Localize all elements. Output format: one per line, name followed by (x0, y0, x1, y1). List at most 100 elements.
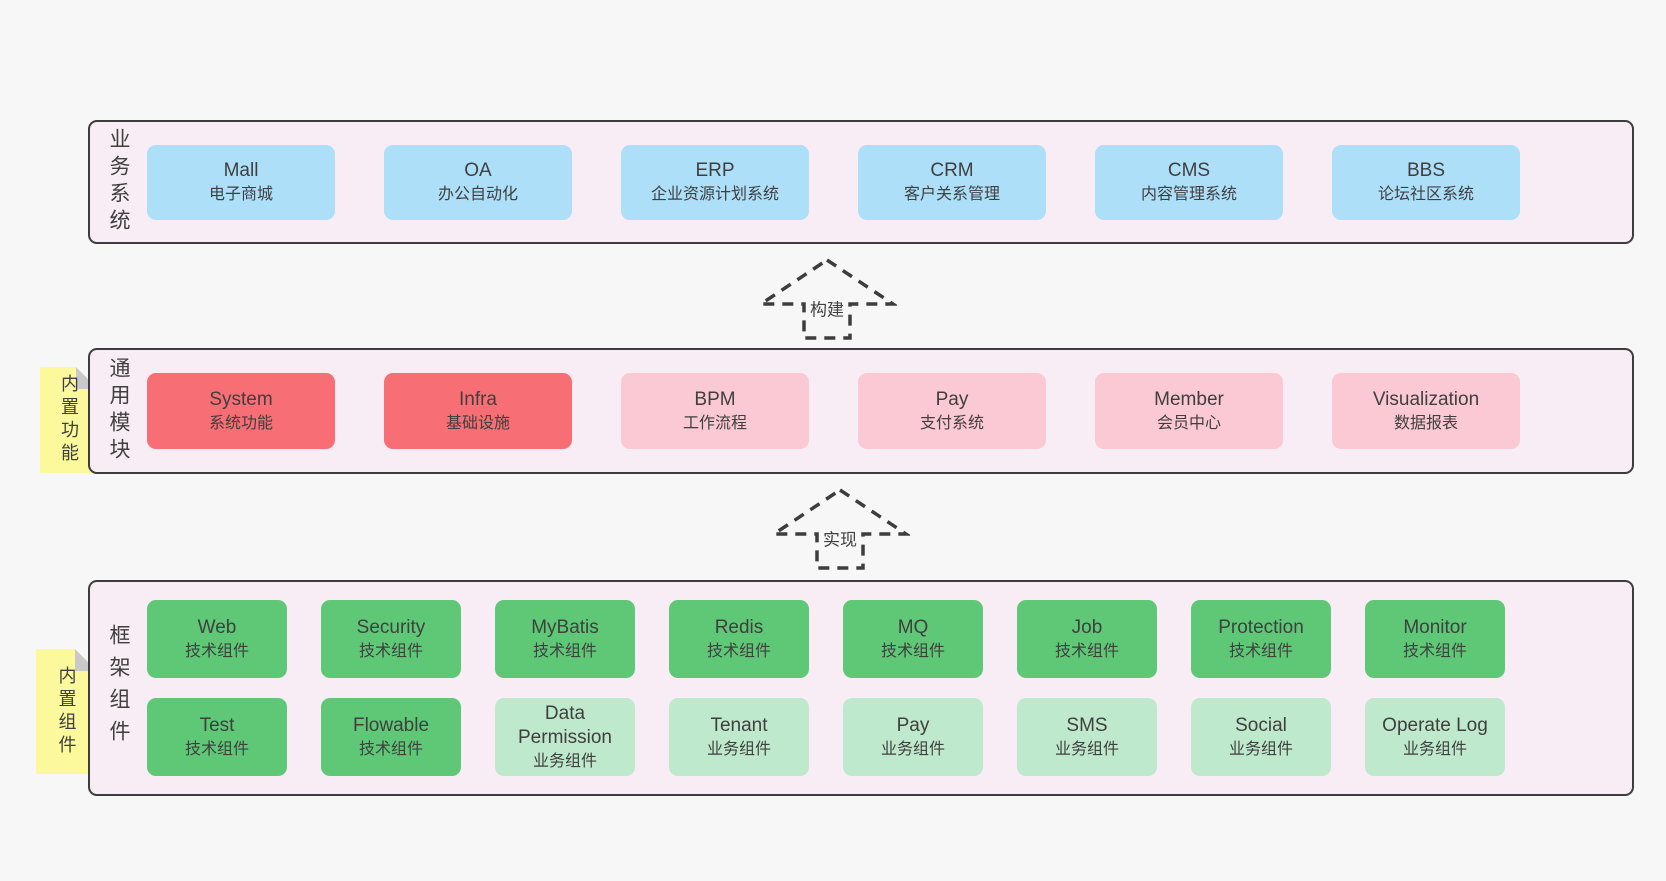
module-name: Web (197, 616, 237, 638)
module-box-tenant: Tenant 业务组件 (669, 698, 809, 776)
band-business-systems: 业务系统 Mall 电子商城 OA 办公自动化 ERP 企业资源计划系统 CRM 客户关系管理… (88, 120, 1634, 244)
module-box-mybatis: MyBatis 技术组件 (495, 600, 635, 678)
module-subtitle: 技术组件 (532, 643, 597, 661)
module-subtitle: 技术组件 (1402, 643, 1467, 661)
module-name: BPM (694, 388, 736, 410)
module-subtitle: 系统功能 (208, 415, 273, 433)
module-name: Data Permission (518, 703, 612, 748)
module-name: SMS (1066, 714, 1108, 736)
module-subtitle: 技术组件 (358, 741, 423, 759)
module-box-oa: OA 办公自动化 (384, 144, 572, 220)
module-name: CMS (1167, 159, 1211, 181)
module-name: Pay (935, 388, 969, 410)
module-name: Protection (1218, 616, 1304, 638)
module-subtitle: 技术组件 (184, 741, 249, 759)
module-name: MyBatis (531, 616, 599, 638)
band-label: 业务系统 (107, 128, 130, 236)
module-box-sms: SMS 业务组件 (1017, 698, 1157, 776)
module-subtitle: 业务组件 (1054, 741, 1119, 759)
module-subtitle: 业务组件 (706, 741, 771, 759)
module-subtitle: 业务组件 (1402, 741, 1467, 759)
module-box-security: Security 技术组件 (321, 600, 461, 678)
module-box-protection: Protection 技术组件 (1191, 600, 1331, 678)
module-box-pay: Pay 业务组件 (843, 698, 983, 776)
module-subtitle: 技术组件 (706, 643, 771, 661)
module-name: Redis (714, 616, 764, 638)
module-name: BBS (1406, 159, 1446, 181)
module-name: Tenant (710, 714, 768, 736)
module-subtitle: 办公自动化 (437, 186, 518, 204)
module-name: OA (464, 159, 492, 181)
module-name: Security (356, 616, 426, 638)
module-name: Pay (896, 714, 930, 736)
module-name: System (209, 388, 273, 410)
module-name: Member (1154, 388, 1224, 410)
module-box-erp: ERP 企业资源计划系统 (621, 144, 809, 220)
module-name: ERP (695, 159, 735, 181)
arrow-label: 构建 (806, 292, 848, 324)
module-subtitle: 会员中心 (1156, 415, 1221, 433)
module-subtitle: 技术组件 (1228, 643, 1293, 661)
band-label: 框架组件 (107, 624, 130, 752)
band-rows: Mall 电子商城 OA 办公自动化 ERP 企业资源计划系统 CRM 客户关系管理 CMS 内容… (147, 122, 1624, 242)
module-name: Job (1071, 616, 1103, 638)
module-subtitle: 技术组件 (184, 643, 249, 661)
module-box-test: Test 技术组件 (147, 698, 287, 776)
module-name: MQ (897, 616, 929, 638)
dashed-up-arrow-implement: 实现 (770, 487, 910, 571)
module-subtitle: 技术组件 (1054, 643, 1119, 661)
module-subtitle: 企业资源计划系统 (650, 186, 779, 204)
module-box-flowable: Flowable 技术组件 (321, 698, 461, 776)
module-subtitle: 电子商城 (208, 186, 273, 204)
module-name: Monitor (1403, 616, 1467, 638)
module-box-web: Web 技术组件 (147, 600, 287, 678)
module-subtitle: 业务组件 (880, 741, 945, 759)
module-box-mq: MQ 技术组件 (843, 600, 983, 678)
module-box-crm: CRM 客户关系管理 (858, 144, 1046, 220)
module-box-data-permission: Data Permission 业务组件 (495, 698, 635, 776)
dashed-up-arrow-build: 构建 (757, 257, 897, 341)
module-box-mall: Mall 电子商城 (147, 144, 335, 220)
sticky-note-label: 内置组件 (56, 665, 77, 758)
arrow-label: 实现 (819, 522, 861, 554)
band-label: 通用模块 (107, 357, 130, 465)
module-box-job: Job 技术组件 (1017, 600, 1157, 678)
module-box-system: System 系统功能 (147, 373, 335, 449)
module-subtitle: 客户关系管理 (903, 186, 1000, 204)
module-subtitle: 业务组件 (532, 752, 597, 770)
module-box-visualization: Visualization 数据报表 (1332, 373, 1520, 449)
module-subtitle: 技术组件 (358, 643, 423, 661)
module-box-operate-log: Operate Log 业务组件 (1365, 698, 1505, 776)
module-box-monitor: Monitor 技术组件 (1365, 600, 1505, 678)
module-box-bpm: BPM 工作流程 (621, 373, 809, 449)
module-subtitle: 数据报表 (1393, 415, 1458, 433)
module-box-redis: Redis 技术组件 (669, 600, 809, 678)
module-name: CRM (930, 159, 974, 181)
module-subtitle: 技术组件 (880, 643, 945, 661)
module-subtitle: 内容管理系统 (1140, 186, 1237, 204)
module-name: Flowable (352, 714, 430, 736)
module-name: Visualization (1372, 388, 1480, 410)
sticky-note-label: 内置功能 (59, 374, 79, 466)
module-name: Test (199, 714, 235, 736)
module-box-social: Social 业务组件 (1191, 698, 1331, 776)
module-name: Social (1235, 714, 1287, 736)
module-name: Mall (223, 159, 259, 181)
module-subtitle: 工作流程 (682, 415, 747, 433)
module-subtitle: 业务组件 (1228, 741, 1293, 759)
module-box-member: Member 会员中心 (1095, 373, 1283, 449)
module-name: Infra (458, 388, 498, 410)
module-name: Operate Log (1382, 714, 1488, 736)
module-box-cms: CMS 内容管理系统 (1095, 144, 1283, 220)
